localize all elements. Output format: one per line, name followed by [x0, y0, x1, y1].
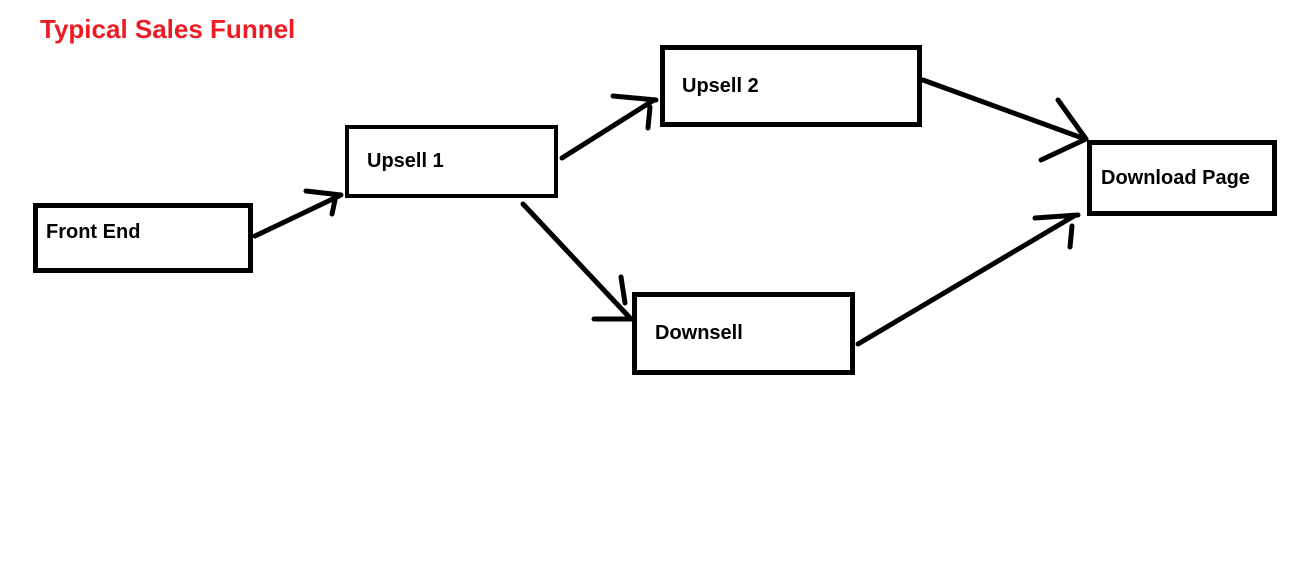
- node-downsell-label: Downsell: [655, 322, 743, 344]
- node-front-end-label: Front End: [46, 221, 141, 243]
- node-download-page-label: Download Page: [1101, 166, 1250, 189]
- node-upsell-1: Upsell 1: [345, 125, 558, 198]
- arrow-upsell-2-to-download-page: [920, 77, 1089, 163]
- node-upsell-2-label: Upsell 2: [682, 74, 759, 97]
- node-front-end: Front End: [33, 203, 253, 273]
- node-downsell: Downsell: [632, 292, 855, 375]
- node-upsell-2: Upsell 2: [660, 45, 922, 127]
- node-download-page: Download Page: [1087, 140, 1277, 216]
- diagram-title: Typical Sales Funnel: [40, 14, 296, 44]
- arrow-upsell-1-to-downsell: [520, 201, 635, 322]
- arrow-upsell-1-to-upsell-2: [559, 93, 659, 161]
- node-upsell-1-label: Upsell 1: [367, 150, 444, 172]
- arrow-downsell-to-download-page: [855, 212, 1081, 347]
- arrow-front-end-to-upsell-1: [252, 188, 344, 239]
